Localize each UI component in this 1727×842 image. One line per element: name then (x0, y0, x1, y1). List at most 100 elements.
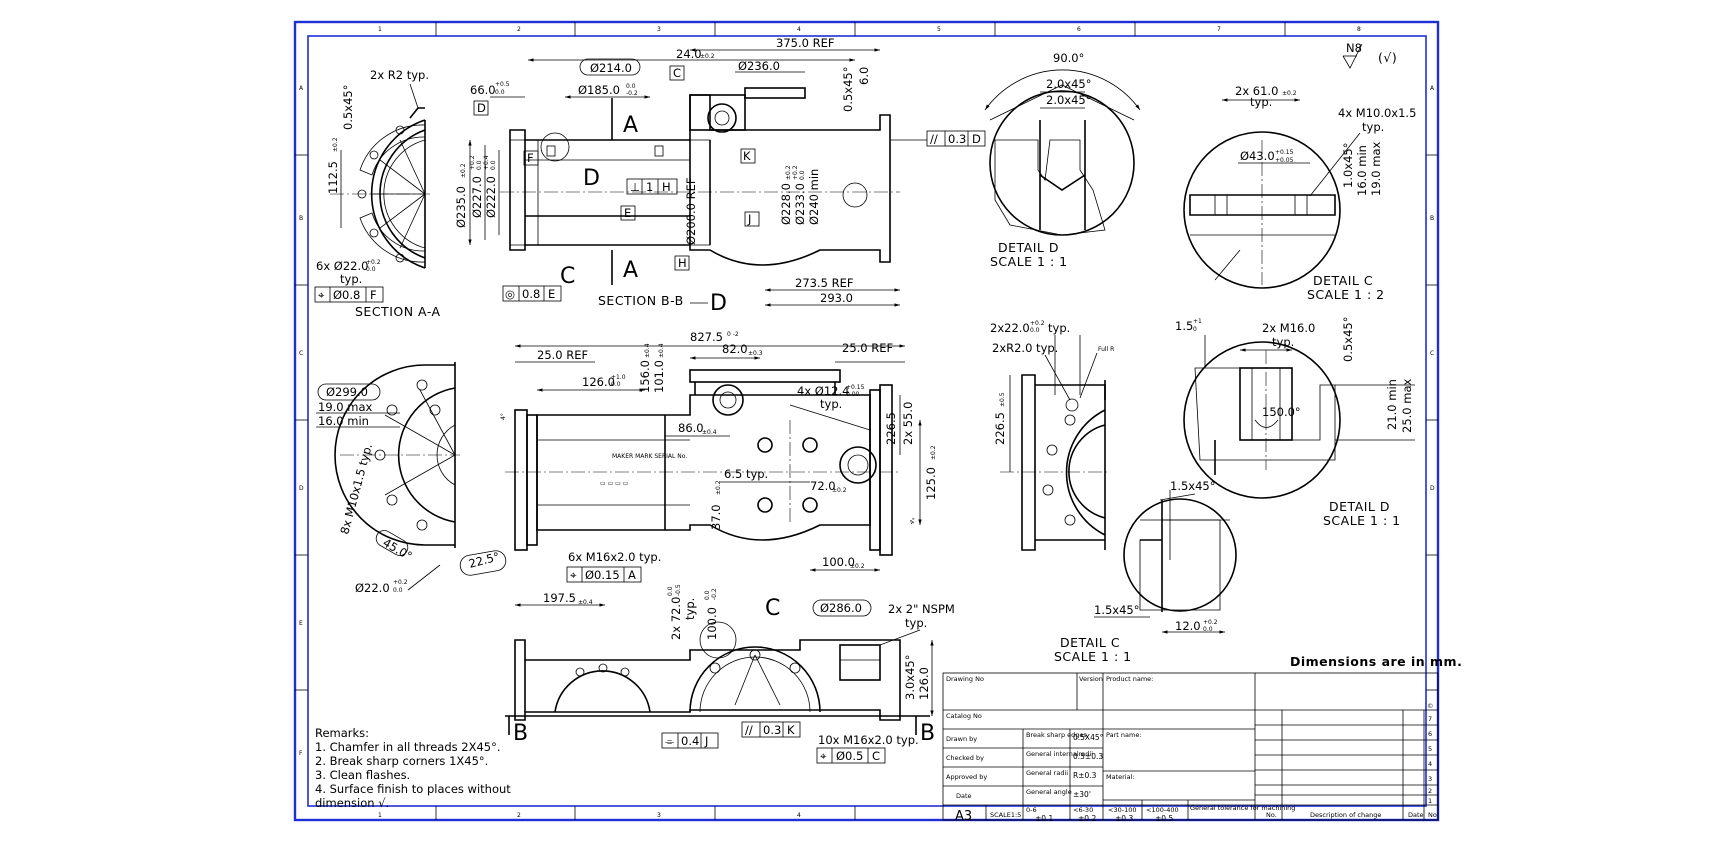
lev-d299: Ø299.0 (326, 385, 368, 399)
svg-text://: // (930, 132, 938, 146)
bv-position-frame: ⌖ Ø0.5 C (816, 747, 886, 764)
mv-engraving: MAKER MARK SERIAL No. (612, 453, 687, 460)
svg-text:J: J (704, 734, 708, 748)
remark-3: 3. Clean flashes. (315, 768, 410, 782)
d2-dim15-up: +1 (1193, 318, 1202, 325)
bb-datum-f: F (523, 150, 539, 166)
bv-dim2x72-typ: typ. (683, 598, 697, 620)
mv-holes4-up: +0.15 (846, 384, 865, 391)
bb-title: SECTION B-B (598, 293, 684, 308)
lev-d22-up: +0.2 (393, 579, 408, 586)
mv-dim101: 101.0 (652, 360, 666, 393)
tb-tol-range-3: <100-400 (1146, 806, 1179, 814)
tb-catalog-no: Catalog No (946, 712, 982, 720)
mv-dim100: 100.0 (822, 555, 855, 569)
tb-break-sharp: Break sharp edges (1026, 731, 1087, 739)
bb-detail-d2-label: D (710, 291, 727, 316)
mv-dim125: 125.0 (924, 467, 938, 500)
tb-rev-row-3: 3 (1428, 775, 1432, 783)
c1-holes-tol: ±0.2 (1282, 90, 1297, 97)
tb-tol-range-1: <6-30 (1073, 806, 1093, 814)
d2-dim15: 1.5 (1175, 319, 1193, 333)
mv-dim156-tol: ±0.4 (644, 343, 651, 358)
lev-angle225: 22.5° (467, 549, 501, 571)
c1-min16: 16.0 min (1355, 145, 1369, 196)
mv-thread6: 6x M16x2.0 typ. (568, 550, 661, 564)
zone-ticks (295, 22, 1438, 820)
bb-d233-dn: 0.0 (799, 170, 806, 180)
tb-drawing-no: Drawing No (946, 675, 984, 683)
tb-gen-chamfer-val: 0.5±0.3 (1073, 752, 1103, 761)
bb-dim-24: 24.0 (676, 47, 702, 61)
mv-dim125-tol: ±0.2 (930, 445, 937, 460)
c1-thread: 4x M10.0x1.5 (1338, 106, 1416, 120)
d2-scale: SCALE 1 : 1 (1323, 513, 1401, 528)
mv-overall-tol: 0 -2 (727, 331, 739, 338)
bb-perpendicularity-frame: ⊥ 1 H (626, 178, 678, 195)
zone-bottom-3: 3 (657, 812, 661, 819)
remarks-block: Remarks: 1. Chamfer in all threads 2X45°… (315, 726, 511, 810)
tb-gen-radii-val: R±0.3 (1073, 771, 1097, 780)
svg-text:H: H (662, 180, 671, 194)
c2-scale: SCALE 1 : 1 (1054, 649, 1132, 664)
svg-text:Ø0.15: Ø0.15 (585, 568, 620, 582)
remark-1: 1. Chamfer in all threads 2X45°. (315, 740, 501, 754)
aa-title: SECTION A-A (355, 304, 441, 319)
tb-gen-angle-val: ±30' (1073, 790, 1091, 799)
bb-datum-h: H (674, 255, 690, 271)
tb-approved-by: Approved by (946, 773, 987, 781)
bottom-view: B B 197.5 ±0.4 C Ø286.0 2x 2" NSPM typ. … (505, 584, 955, 764)
d1-angle: 90.0° (1053, 51, 1084, 65)
aa-gdt-datum: F (370, 288, 377, 302)
zone-top-6: 6 (1077, 26, 1081, 33)
bb-d235-tol: ±0.2 (460, 163, 467, 178)
aa-holes: 6x Ø22.0 (316, 259, 368, 273)
c1-max19: 19.0 max (1369, 141, 1383, 196)
bv-cut-b-right: B (920, 721, 935, 746)
svg-text:E: E (624, 206, 631, 220)
svg-text:⌖: ⌖ (820, 749, 827, 763)
dimensions-note: Dimensions are in mm. (1290, 654, 1462, 669)
tb-rev-row-5: 5 (1428, 745, 1432, 753)
mv-dim101-tol: ±0.4 (658, 343, 665, 358)
bb-d240: Ø240 min (807, 169, 821, 225)
mv-dim72-tol: ±0.2 (832, 487, 847, 494)
svg-text:0.3: 0.3 (763, 723, 781, 737)
aa-chamfer: 0.5x45° (341, 85, 355, 130)
svg-text:⌖: ⌖ (570, 568, 577, 582)
lev-thread: 8x M10x1.5 typ. (337, 442, 375, 536)
tb-gen-radii: General radii (1026, 769, 1068, 777)
bb-d228: Ø228.0 (779, 183, 793, 225)
bb-datum-c: C (669, 65, 685, 81)
tb-break-sharp-val: 0.5X45° (1073, 733, 1104, 742)
bb-chamfer: 0.5x45° (841, 67, 855, 112)
mv-holes4-dn: 0.00 (846, 391, 860, 398)
lev-d22-dn: 0.0 (393, 587, 403, 594)
bb-d214: Ø214.0 (590, 61, 632, 75)
mv-dim37-tol: ±0.2 (715, 480, 722, 495)
zone-right-c: C (1430, 350, 1434, 357)
aa-dim-1125-tol: ±0.2 (332, 137, 339, 152)
mv-dim37: 37.0 (709, 504, 723, 530)
tb-tol-range-2: <30-100 (1108, 806, 1136, 814)
svg-text:K: K (743, 149, 751, 163)
aa-r2-note: 2x R2 typ. (370, 68, 429, 82)
bv-dim100: 100.0 (705, 607, 719, 640)
mv-dim126-up: +1.0 (611, 374, 626, 381)
mv-overall: 827.5 (690, 330, 723, 344)
tb-rev-desc: Description of change (1310, 811, 1381, 819)
bv-dim2x72-up: 0.0 (667, 586, 674, 596)
tb-rev-date: Date (1408, 811, 1424, 819)
left-end-view: Ø299.0 19.0 max 16.0 min 8x M10x1.5 typ.… (316, 362, 507, 595)
remark-4: 4. Surface finish to places without (315, 782, 511, 796)
tb-scale: SCALE1:5 (990, 811, 1021, 819)
mv-flat-a: 4° (500, 413, 507, 420)
detail-c2-view: 1.5x45° 1.5x45° 12.0 +0.2 0.0 DETAIL C S… (1054, 479, 1237, 664)
tb-tol-val-3: ±0.5 (1155, 814, 1173, 823)
d2-thread: 2x M16.0 (1262, 321, 1315, 335)
d2-min21: 21.0 min (1385, 379, 1399, 430)
aa-gdt-symbol: ⌖ (318, 288, 325, 302)
tb-part-name: Part name: (1106, 731, 1142, 739)
bb-d200-ref: Ø200.0 REF (684, 177, 698, 245)
bb-parallelism-frame: // 0.3 D (890, 130, 986, 147)
